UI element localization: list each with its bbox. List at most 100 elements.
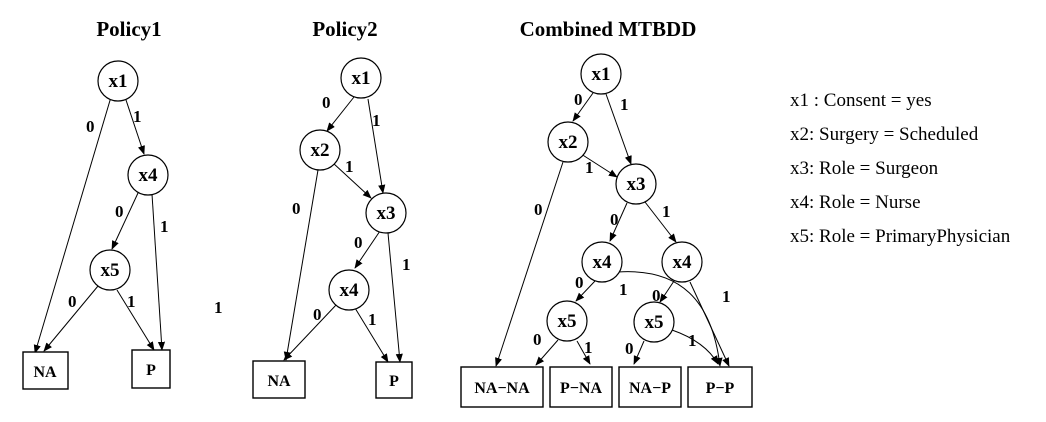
c-node-x4b-label: x4	[673, 252, 693, 273]
p1-node-x5	[89, 249, 131, 291]
c-node-x5b-label: x5	[645, 312, 664, 333]
title-policy1: Policy1	[96, 17, 161, 41]
p2-edge-x3-p	[387, 232, 403, 363]
p2-node-x3-label: x3	[377, 203, 396, 224]
c-edge-x1-x2	[572, 92, 594, 122]
c-leaf-pp	[687, 366, 753, 408]
c-node-x3	[615, 163, 657, 205]
c-edge-x1-x3	[605, 93, 632, 165]
c-edge-x5a-nana	[535, 339, 559, 366]
c-node-x1	[580, 53, 622, 95]
c-edge-x4a-pp	[617, 271, 723, 367]
c-label-x2-x3: 1	[585, 158, 594, 177]
c-label-x5a-nana: 0	[533, 330, 542, 349]
p2-label-x2-na: 0	[292, 199, 301, 218]
p1-label-x5-na: 0	[68, 292, 77, 311]
title-policy2: Policy2	[312, 17, 377, 41]
p2-label-x1-x3: 1	[372, 111, 381, 130]
c-label-x5b-pp: 1	[688, 331, 697, 350]
p1-node-x4	[127, 154, 169, 196]
c-edge-x5b-nap	[633, 340, 645, 365]
c-edge-x5a-pna	[576, 340, 591, 365]
p2-edge-x2-na	[283, 169, 319, 361]
c-leaf-pp-label: P−P	[706, 380, 735, 397]
p1-edge-x4-p	[151, 193, 166, 351]
c-leaf-nana	[460, 366, 544, 408]
p2-label-x3-x4: 0	[354, 233, 363, 252]
c-label-x3-x4b: 1	[662, 202, 671, 221]
p2-node-x1	[340, 57, 382, 99]
p1-node-x4-label: x4	[139, 165, 159, 186]
legend-x2: x2: Surgery = Scheduled	[790, 124, 979, 145]
p2-label-x2-x3: 1	[345, 157, 354, 176]
p1-leaf-p-label: P	[146, 362, 156, 379]
p1-label-x1-na: 0	[86, 117, 95, 136]
c-label-x2-nana: 0	[534, 200, 543, 219]
c-node-x2	[547, 121, 589, 163]
policy1-diagram: 0 1 0 1 0 1 x1 x4 x5 NA P	[22, 60, 171, 390]
p2-label-x4-p: 1	[368, 310, 377, 329]
p2-label-x1-x2: 0	[322, 93, 331, 112]
c-node-x5a	[546, 300, 588, 342]
p2-edge-x1-x3	[367, 98, 386, 194]
p1-label-x1-x4: 1	[133, 107, 142, 126]
p2-edge-x1-x2	[326, 96, 355, 132]
c-edge-x3-x4b	[644, 201, 677, 243]
c-edge-x4b-x5b	[659, 280, 675, 303]
c-leaf-pna	[549, 366, 613, 408]
c-label-x4a-x5a: 0	[575, 273, 584, 292]
p2-leaf-na-label: NA	[267, 373, 291, 390]
p2-leaf-p-label: P	[389, 373, 399, 390]
p2-node-x4-label: x4	[340, 280, 360, 301]
p2-edge-x4-na	[283, 303, 338, 361]
p1-node-x1-label: x1	[109, 71, 128, 92]
p1-label-x4-x5: 0	[115, 202, 124, 221]
c-node-x2-label: x2	[559, 132, 578, 153]
p2-node-x2	[299, 129, 341, 171]
c-label-x3-x4a: 0	[610, 210, 619, 229]
c-edge-x2-nana	[495, 161, 564, 367]
c-edge-x3-x4a	[609, 202, 628, 242]
c-label-x5a-pna: 1	[584, 338, 593, 357]
p2-edge-x2-x3	[332, 162, 372, 199]
c-label-x4a-pp: 1	[619, 280, 628, 299]
p2-label-x3-p: 1	[402, 255, 411, 274]
p1-node-x1	[97, 60, 139, 102]
c-node-x3-label: x3	[627, 174, 646, 195]
title-combined: Combined MTBDD	[520, 17, 697, 41]
c-label-x1-x2: 0	[574, 90, 583, 109]
c-label-x1-x3: 1	[620, 95, 629, 114]
p2-leaf-p	[375, 361, 413, 399]
combined-diagram: 0 1 0 1 0 1 0 1 0 1 0 1 0 1 x1 x2 x3 x4 …	[460, 53, 753, 408]
policy2-diagram: 0 1 0 1 0 1 0 1 x1 x2 x3 x4 NA P	[252, 57, 413, 399]
p1-label-x4-p: 1	[160, 217, 169, 236]
legend-x1: x1 : Consent = yes	[790, 90, 932, 111]
p2-node-x4	[328, 269, 370, 311]
c-node-x5a-label: x5	[558, 311, 577, 332]
p1-edge-x5-na	[43, 285, 99, 352]
c-leaf-nap	[618, 366, 682, 408]
p1-edge-x1-x4	[125, 99, 145, 155]
p2-edge-x4-p	[354, 307, 389, 363]
c-edge-x4a-x5a	[575, 280, 596, 302]
c-label-x4b-pp: 1	[722, 287, 731, 306]
p1-leaf-na	[22, 351, 69, 390]
c-edge-x2-x3	[577, 151, 618, 178]
c-label-x5b-nap: 0	[625, 339, 634, 358]
c-leaf-nana-label: NA−NA	[474, 380, 530, 397]
p1-node-x5-label: x5	[101, 260, 120, 281]
legend-x3: x3: Role = Surgeon	[790, 158, 939, 179]
p2-node-x1-label: x1	[352, 68, 371, 89]
p1-edge-x5-p	[116, 289, 155, 351]
legend-x5: x5: Role = PrimaryPhysician	[790, 226, 1011, 247]
c-node-x4b	[661, 241, 703, 283]
c-edge-x4b-pp	[689, 281, 730, 367]
p2-node-x2-label: x2	[311, 140, 330, 161]
c-node-x5b	[633, 301, 675, 343]
legend-x4: x4: Role = Nurse	[790, 192, 921, 213]
p1-edge-x4-x5	[111, 192, 139, 250]
p1-label-x5-p: 1	[127, 292, 136, 311]
c-node-x1-label: x1	[592, 64, 611, 85]
